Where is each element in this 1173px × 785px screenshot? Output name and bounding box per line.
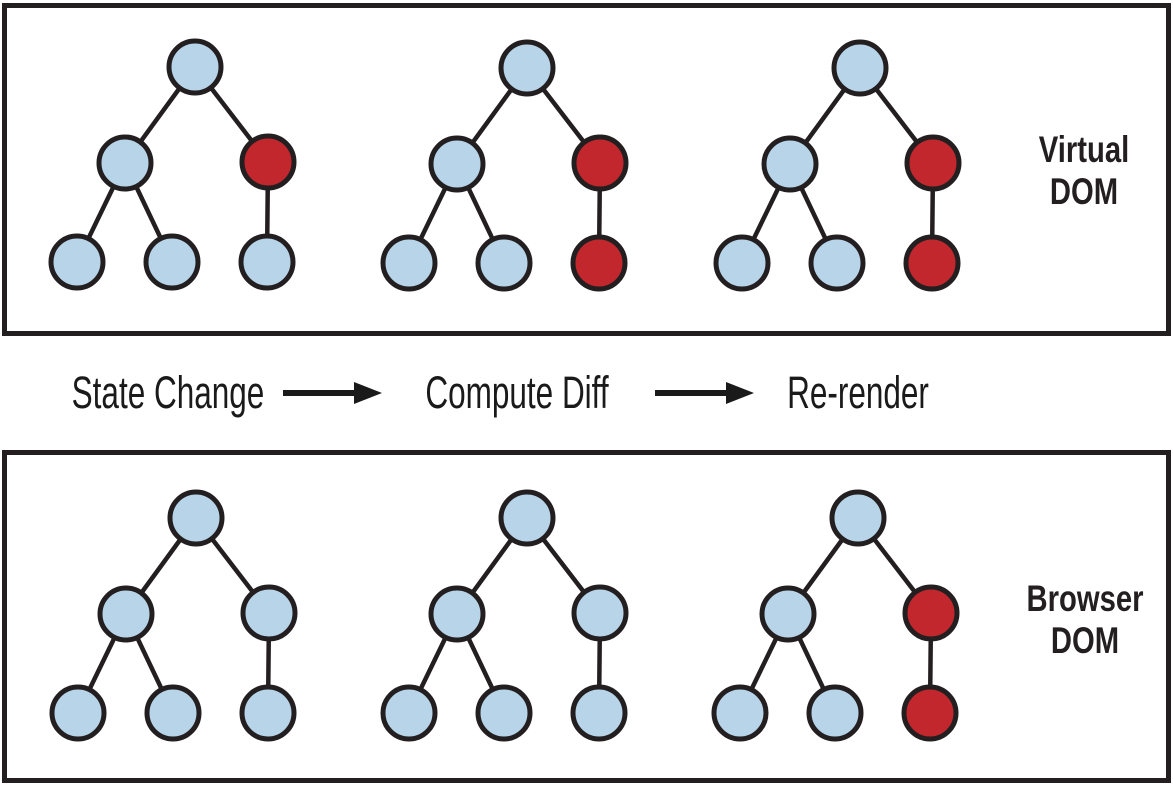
- dom-tree: [48, 38, 297, 291]
- tree-node-blue: [713, 234, 771, 292]
- tree-node-blue: [571, 584, 629, 642]
- dom-tree: [380, 489, 629, 742]
- dom-tree: [49, 489, 298, 742]
- tree-node-blue: [238, 233, 296, 291]
- browser-dom-panel: Browser DOM: [2, 450, 1171, 783]
- tree-node-blue: [570, 684, 628, 742]
- tree-node-blue: [475, 684, 533, 742]
- virtual-dom-tree-3: [710, 36, 965, 294]
- browser-dom-tree-1: [46, 486, 301, 744]
- tree-node-blue: [761, 135, 819, 193]
- process-step-re-render: Re-render: [787, 367, 929, 418]
- tree-node-blue: [143, 233, 201, 291]
- arrow-icon: [655, 382, 754, 404]
- tree-node-red: [570, 234, 628, 292]
- tree-node-blue: [239, 684, 297, 742]
- dom-tree: [713, 39, 962, 292]
- browser-dom-tree-3: [708, 486, 963, 744]
- dom-tree: [711, 489, 960, 742]
- tree-node-red: [902, 584, 960, 642]
- tree-node-blue: [380, 684, 438, 742]
- process-step-state-change: State Change: [71, 367, 265, 418]
- tree-node-blue: [759, 585, 817, 643]
- virtual-dom-panel: Virtual DOM: [2, 3, 1171, 336]
- tree-node-red: [901, 684, 959, 742]
- process-step-compute-diff: Compute Diff: [425, 367, 609, 418]
- tree-node-red: [904, 134, 962, 192]
- virtual-dom-tree-1: [45, 35, 300, 293]
- tree-node-blue: [475, 234, 533, 292]
- tree-node-blue: [97, 585, 155, 643]
- tree-node-blue: [498, 39, 556, 97]
- tree-node-red: [571, 134, 629, 192]
- tree-node-blue: [808, 234, 866, 292]
- tree-node-blue: [428, 585, 486, 643]
- tree-node-blue: [829, 489, 887, 547]
- tree-node-blue: [166, 38, 224, 96]
- dom-tree: [380, 39, 629, 292]
- tree-node-blue: [49, 684, 107, 742]
- tree-node-red: [239, 133, 297, 191]
- virtual-dom-label: Virtual DOM: [1038, 129, 1130, 212]
- tree-node-blue: [48, 233, 106, 291]
- tree-node-blue: [240, 584, 298, 642]
- tree-node-blue: [806, 684, 864, 742]
- tree-node-blue: [498, 489, 556, 547]
- tree-node-blue: [144, 684, 202, 742]
- arrow-icon: [283, 382, 382, 404]
- process-row: State Change Compute Diff Re-render: [0, 336, 1173, 450]
- tree-node-blue: [711, 684, 769, 742]
- tree-node-blue: [428, 135, 486, 193]
- tree-node-blue: [380, 234, 438, 292]
- tree-node-blue: [831, 39, 889, 97]
- tree-node-red: [903, 234, 961, 292]
- browser-dom-label: Browser DOM: [1026, 578, 1144, 661]
- tree-node-blue: [167, 489, 225, 547]
- tree-node-blue: [96, 134, 154, 192]
- browser-dom-tree-2: [377, 486, 632, 744]
- virtual-dom-tree-2: [377, 36, 632, 294]
